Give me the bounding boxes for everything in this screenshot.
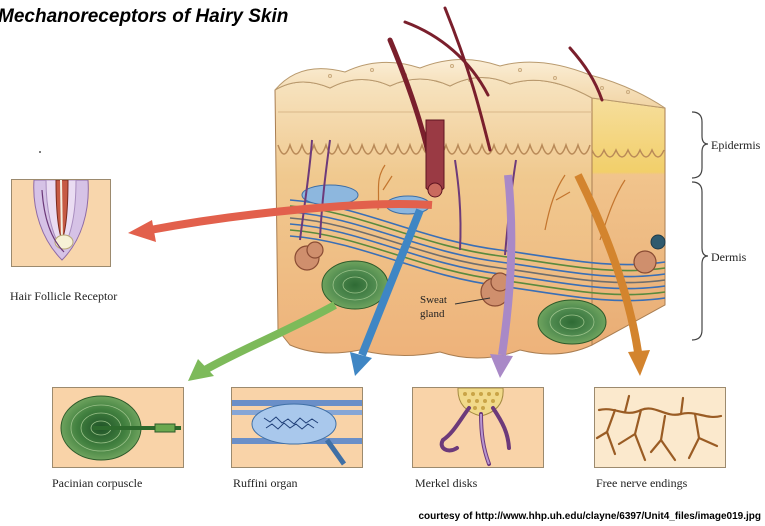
free-nerve-illustration: [595, 388, 725, 467]
free-nerve-thumbnail: [594, 387, 726, 468]
epidermis-bracket: [692, 112, 708, 178]
hair-follicle-thumbnail: [11, 179, 111, 267]
pacinian-label: Pacinian corpuscle: [52, 476, 142, 491]
merkel-thumbnail: [412, 387, 544, 468]
vessel-cross-section: [651, 235, 665, 249]
dermis-label: Dermis: [711, 250, 746, 265]
pacinian-illustration: [53, 388, 183, 467]
image-credit: courtesy of http://www.hhp.uh.edu/clayne…: [419, 511, 762, 522]
pacinian-thumbnail: [52, 387, 184, 468]
ruffini-label: Ruffini organ: [233, 476, 298, 491]
epidermis-label: Epidermis: [711, 138, 760, 153]
hair-follicle-label: Hair Follicle Receptor: [10, 289, 117, 304]
ruffini-thumbnail: [231, 387, 363, 468]
sweat-gland-label: Sweat gland: [420, 293, 447, 321]
dermis-bracket: [692, 182, 708, 340]
stray-dot: [39, 151, 41, 153]
free-nerve-label: Free nerve endings: [596, 476, 687, 491]
merkel-illustration: [413, 388, 543, 467]
hair-follicle-illustration: [12, 180, 110, 266]
ruffini-illustration: [232, 388, 362, 467]
merkel-label: Merkel disks: [415, 476, 477, 491]
hair-follicle: [426, 120, 444, 197]
